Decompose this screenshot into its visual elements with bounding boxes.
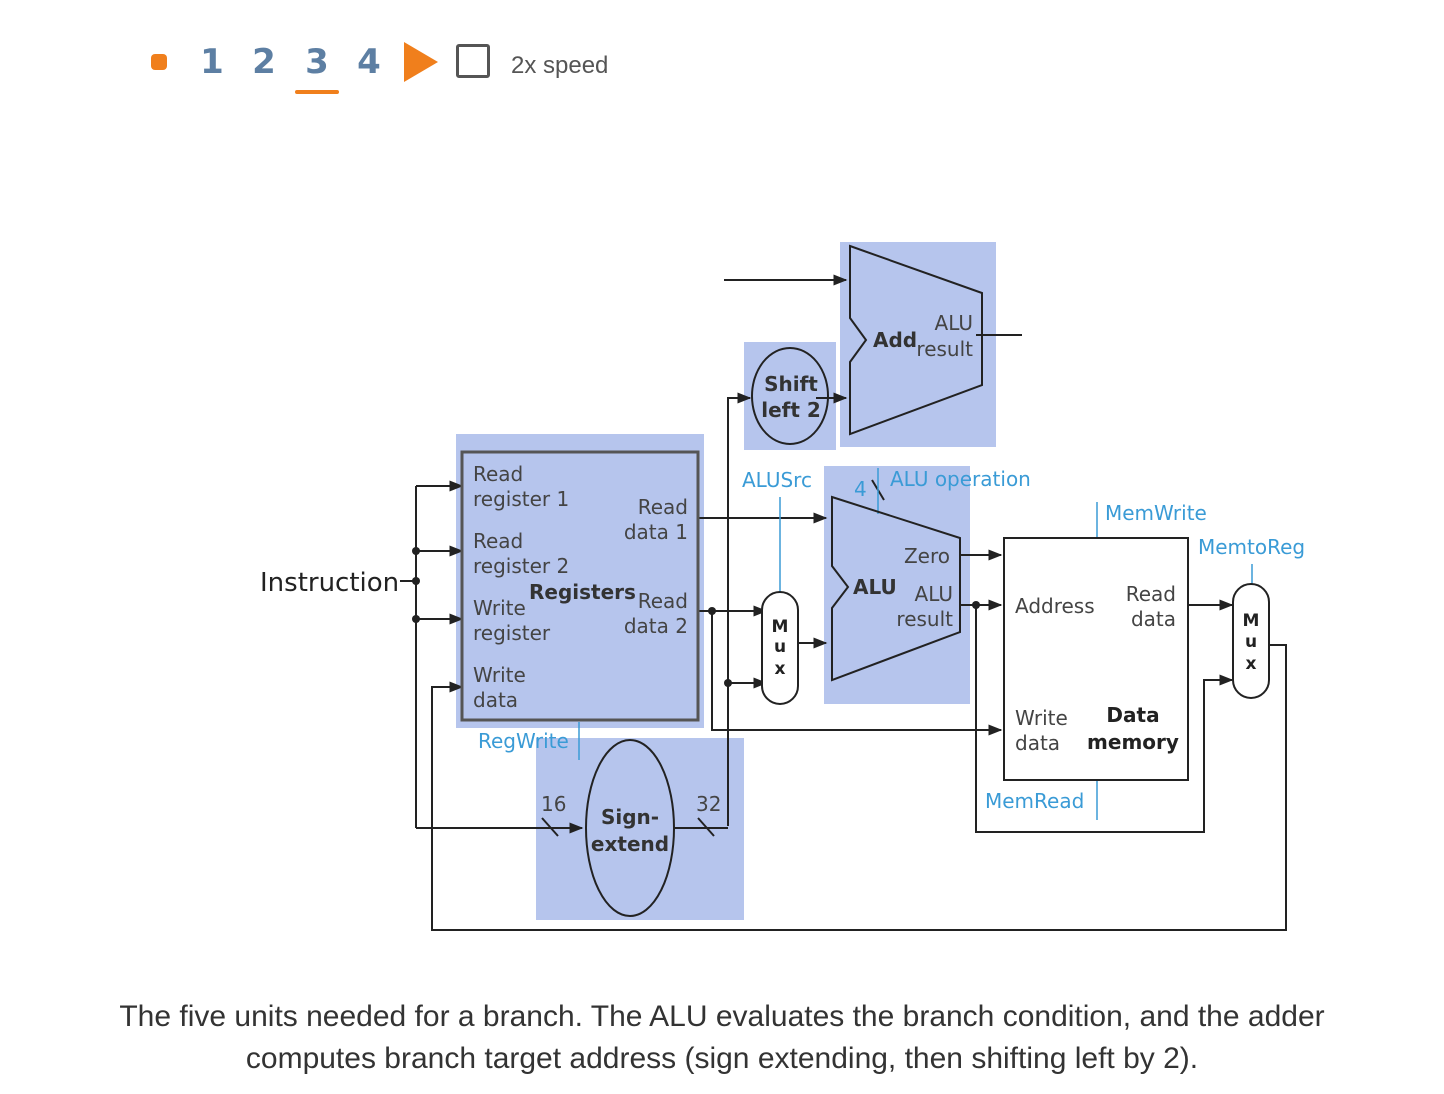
play-icon[interactable] [404,42,438,82]
write-register-label: Write [473,596,526,620]
alu-operation-signal: ALU operation [890,467,1031,491]
junction-dots [412,547,980,687]
mux-1-letter-m: M [772,617,789,637]
step-4-button[interactable]: 4 [357,42,381,82]
write-data-label-2: data [473,688,518,712]
mux-1-letter-u: u [774,637,786,657]
mux-2-letter-u: u [1245,632,1257,652]
read-data-1-label-2: data 1 [624,520,688,544]
read-register-2-label: Read [473,529,523,553]
adder-highlight [840,242,996,447]
read-data-2-label-2: data 2 [624,614,688,638]
speed-checkbox[interactable] [456,44,490,78]
figure-caption: The five units needed for a branch. The … [100,996,1344,1080]
address-label: Address [1015,594,1095,618]
step-2-button[interactable]: 2 [252,42,276,82]
mux-2-letter-m: M [1243,611,1260,631]
memtoreg-signal: MemtoReg [1198,535,1305,559]
bit-width-in: 16 [541,792,566,816]
register-file [460,450,700,722]
stop-button[interactable] [151,54,167,70]
alu-zero-label: Zero [904,544,950,568]
datapath-diagram: Instruction Read register 1 Read registe… [260,242,1305,931]
shift-left-label: Shift [764,372,818,396]
alu-result-label-2: result [896,607,953,631]
adder-result-label: ALU [935,311,973,335]
mux-1-letter-x: x [775,659,786,679]
memory-write-data-label-2: data [1015,731,1060,755]
memory-write-data-label: Write [1015,706,1068,730]
memwrite-signal: MemWrite [1105,501,1207,525]
step-3-button[interactable]: 3 [295,38,339,94]
shift-left-unit [751,347,829,445]
read-register-1-label: Read [473,462,523,486]
registers-title: Registers [529,580,636,604]
animation-controls: 1 2 3 4 2x speed [0,0,1444,110]
alu-result-label: ALU [915,582,953,606]
bit-width-out: 32 [696,792,721,816]
read-register-1-label-2: register 1 [473,487,569,511]
alu-title: ALU [853,575,897,599]
sign-extend-unit [585,739,675,917]
sign-extend-label: Sign- [601,805,659,829]
data-memory-title: Data [1106,703,1159,727]
data-memory-unit [1003,537,1189,781]
alu-unit [831,495,961,682]
alu-op-bits: 4 [854,477,867,501]
data-memory-title-2: memory [1087,730,1179,754]
adder-unit [849,244,983,436]
step-1-button[interactable]: 1 [200,42,224,82]
write-register-label-2: register [473,621,551,645]
shift-left-label-2: left 2 [761,398,821,422]
memory-read-data-label-2: data [1131,607,1176,631]
read-data-1-label: Read [638,495,688,519]
alu-highlight [824,466,970,704]
alu-src-mux [761,591,799,705]
registers-highlight [456,434,704,728]
adder-result-label-2: result [916,337,973,361]
read-register-2-label-2: register 2 [473,554,569,578]
mem-to-reg-mux [1232,583,1270,699]
shift-highlight [744,342,836,450]
memread-signal: MemRead [985,789,1084,813]
write-data-label: Write [473,663,526,687]
regwrite-signal: RegWrite [478,729,569,753]
mux-2-letter-x: x [1246,654,1257,674]
speed-label: 2x speed [511,52,609,79]
caption-line-1: The five units needed for a branch. The … [119,1000,1325,1033]
control-lines [578,468,1253,820]
adder-title: Add [873,328,917,352]
instruction-label: Instruction [260,568,399,598]
alusrc-signal: ALUSrc [742,468,812,492]
caption-line-2: computes branch target address (sign ext… [245,1042,1199,1075]
read-data-2-label: Read [638,589,688,613]
memory-read-data-label: Read [1126,582,1176,606]
sign-extend-label-2: extend [591,832,669,856]
